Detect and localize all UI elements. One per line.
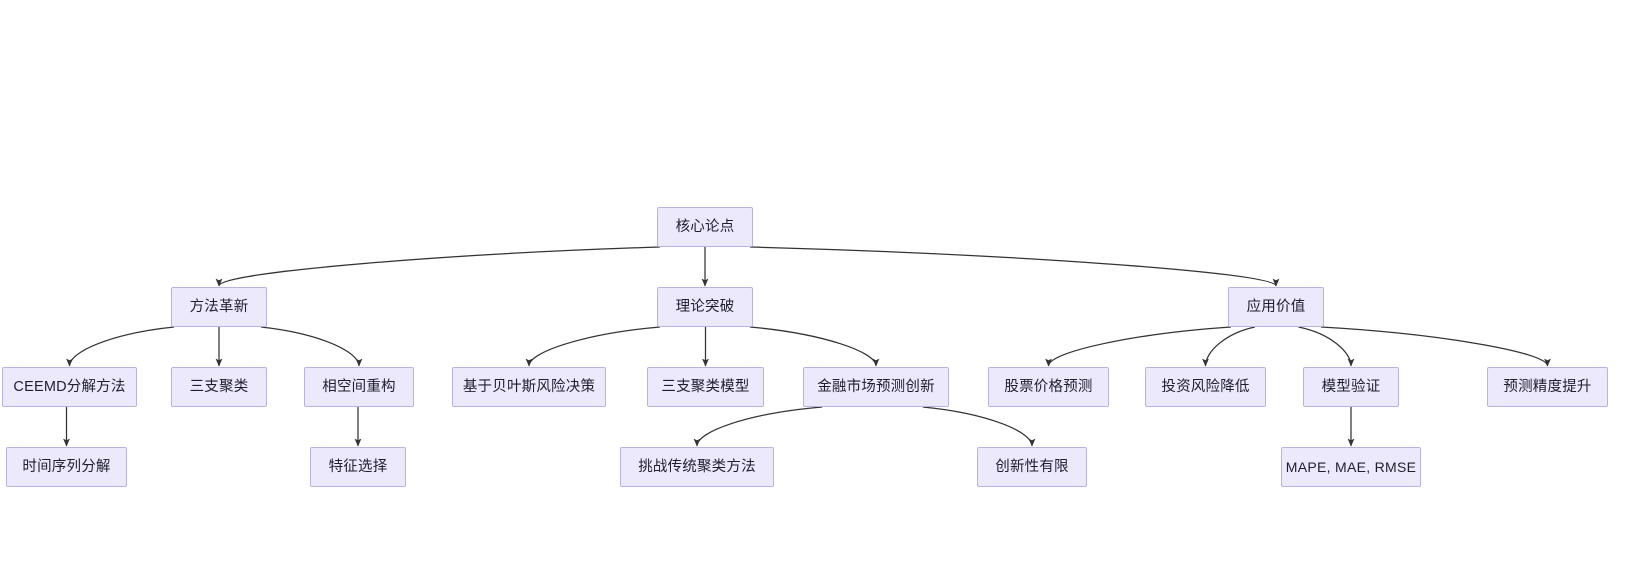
flow-edge-method-to-ceemd <box>66 326 175 367</box>
flow-node-ceemd[interactable]: CEEMD分解方法 <box>2 367 137 407</box>
flow-edge-application-to-stock <box>1045 326 1232 367</box>
flow-node-label: 股票价格预测 <box>1004 378 1093 395</box>
edge-paths <box>63 246 1551 447</box>
flow-node-application[interactable]: 应用价值 <box>1228 287 1324 327</box>
flow-node-challenge[interactable]: 挑战传统聚类方法 <box>620 447 774 487</box>
flow-edge-root-to-method <box>215 246 661 287</box>
flow-edge-application-to-validate <box>1298 326 1355 367</box>
flow-node-theory[interactable]: 理论突破 <box>657 287 753 327</box>
flow-edge-theory-to-bayes <box>525 326 661 367</box>
flow-node-label: 模型验证 <box>1321 378 1381 395</box>
flow-node-label: 时间序列分解 <box>22 458 111 475</box>
flow-node-accuracy[interactable]: 预测精度提升 <box>1487 367 1608 407</box>
flow-node-stock[interactable]: 股票价格预测 <box>988 367 1109 407</box>
flow-node-label: 方法革新 <box>189 298 249 315</box>
flow-node-root[interactable]: 核心论点 <box>657 207 753 247</box>
flow-node-label: CEEMD分解方法 <box>13 378 126 395</box>
flow-node-feature[interactable]: 特征选择 <box>310 447 406 487</box>
flow-edge-finance-to-challenge <box>693 406 823 447</box>
flow-node-threeway[interactable]: 三支聚类 <box>171 367 267 407</box>
flow-node-limited[interactable]: 创新性有限 <box>977 447 1087 487</box>
flow-node-phase[interactable]: 相空间重构 <box>304 367 414 407</box>
flow-node-label: MAPE, MAE, RMSE <box>1285 459 1417 475</box>
flow-node-label: 预测精度提升 <box>1503 378 1592 395</box>
flow-node-bayes[interactable]: 基于贝叶斯风险决策 <box>452 367 606 407</box>
flow-node-label: 基于贝叶斯风险决策 <box>462 378 596 395</box>
flow-node-finance[interactable]: 金融市场预测创新 <box>803 367 949 407</box>
flow-node-label: 特征选择 <box>328 458 388 475</box>
flow-node-threewaymod[interactable]: 三支聚类模型 <box>647 367 764 407</box>
flow-node-label: 应用价值 <box>1246 298 1306 315</box>
flow-node-label: 核心论点 <box>675 218 735 235</box>
flow-edge-theory-to-finance <box>749 326 880 367</box>
flow-node-timeseries[interactable]: 时间序列分解 <box>6 447 127 487</box>
flow-node-label: 三支聚类模型 <box>661 378 750 395</box>
flow-node-label: 创新性有限 <box>995 458 1069 475</box>
flow-node-label: 金融市场预测创新 <box>817 378 935 395</box>
flow-edge-finance-to-limited <box>922 406 1036 447</box>
flow-node-metrics[interactable]: MAPE, MAE, RMSE <box>1281 447 1421 487</box>
flow-edge-application-to-accuracy <box>1320 326 1551 367</box>
flow-node-method[interactable]: 方法革新 <box>171 287 267 327</box>
flow-node-label: 相空间重构 <box>322 378 396 395</box>
flow-node-label: 挑战传统聚类方法 <box>638 458 756 475</box>
flow-node-label: 三支聚类 <box>189 378 249 395</box>
flow-node-risk[interactable]: 投资风险降低 <box>1145 367 1266 407</box>
flow-edge-method-to-phase <box>260 326 363 367</box>
flow-node-label: 理论突破 <box>675 298 735 315</box>
flow-node-validate[interactable]: 模型验证 <box>1303 367 1399 407</box>
flow-edge-application-to-risk <box>1202 326 1255 367</box>
flow-edge-root-to-application <box>749 246 1280 287</box>
flow-node-label: 投资风险降低 <box>1161 378 1250 395</box>
